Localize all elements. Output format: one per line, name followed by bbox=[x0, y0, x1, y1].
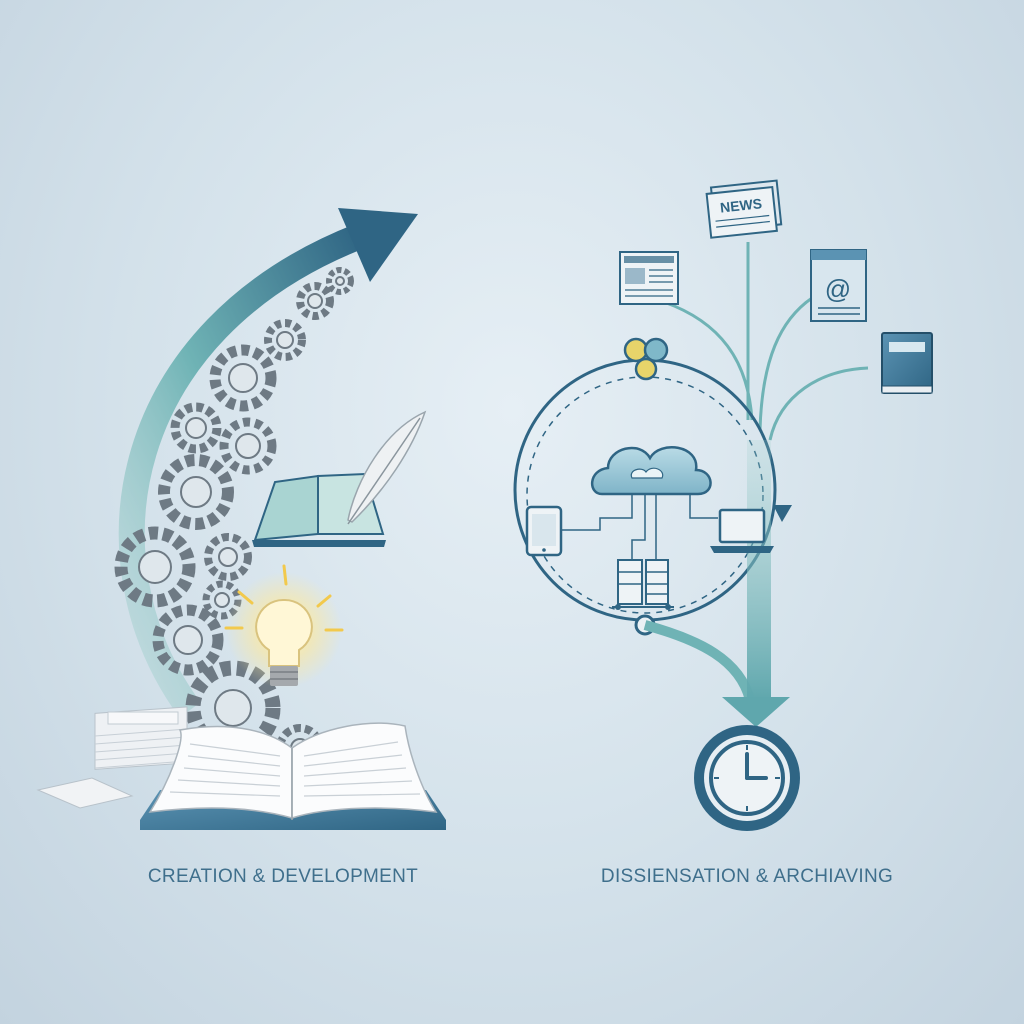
network-lines bbox=[562, 494, 718, 560]
growth-arrow bbox=[118, 223, 365, 718]
book-quill-icon bbox=[252, 410, 427, 547]
gear-icon bbox=[185, 660, 281, 756]
archive-flow-arrow bbox=[643, 620, 755, 702]
gear-icon bbox=[114, 526, 196, 608]
dissemination-archiving-caption: DISSIENSATION & ARCHIAVING bbox=[600, 866, 894, 887]
gear-icon bbox=[264, 319, 306, 361]
gear-icon bbox=[326, 267, 354, 295]
gear-cluster bbox=[114, 267, 354, 772]
gear-icon bbox=[204, 533, 252, 581]
gear-icon bbox=[152, 604, 224, 676]
node-dots-icon bbox=[623, 337, 669, 381]
dissemination-section: NEWS @ bbox=[513, 179, 933, 831]
server-icon bbox=[612, 559, 674, 610]
gear-icon bbox=[170, 402, 222, 454]
archive-arrow-head bbox=[722, 697, 790, 727]
open-book-icon bbox=[140, 722, 446, 830]
lightbulb-icon bbox=[224, 564, 344, 688]
news-icon: NEWS bbox=[705, 179, 783, 239]
paper-stack-icon bbox=[36, 706, 188, 809]
email-symbol: @ bbox=[825, 274, 851, 304]
gear-icon bbox=[219, 417, 277, 475]
cloud-icon bbox=[591, 446, 712, 496]
cycle-arrow-head bbox=[773, 505, 792, 522]
gear-icon bbox=[209, 344, 277, 412]
gear-icon bbox=[296, 282, 334, 320]
archive-book-icon bbox=[881, 332, 933, 394]
tablet-icon bbox=[525, 505, 563, 557]
creation-development-caption: CREATION & DEVELOPMENT bbox=[147, 866, 419, 887]
branch-lines bbox=[663, 242, 869, 441]
newspaper-icon bbox=[619, 251, 679, 305]
clock-icon bbox=[694, 725, 800, 831]
email-icon: @ bbox=[810, 249, 867, 322]
growth-arrow-head bbox=[338, 208, 418, 282]
laptop-icon bbox=[710, 508, 774, 553]
archive-down-shaft bbox=[747, 440, 771, 700]
creation-section bbox=[36, 208, 446, 830]
news-icon-label: NEWS bbox=[719, 195, 762, 215]
gear-icon bbox=[158, 454, 234, 530]
